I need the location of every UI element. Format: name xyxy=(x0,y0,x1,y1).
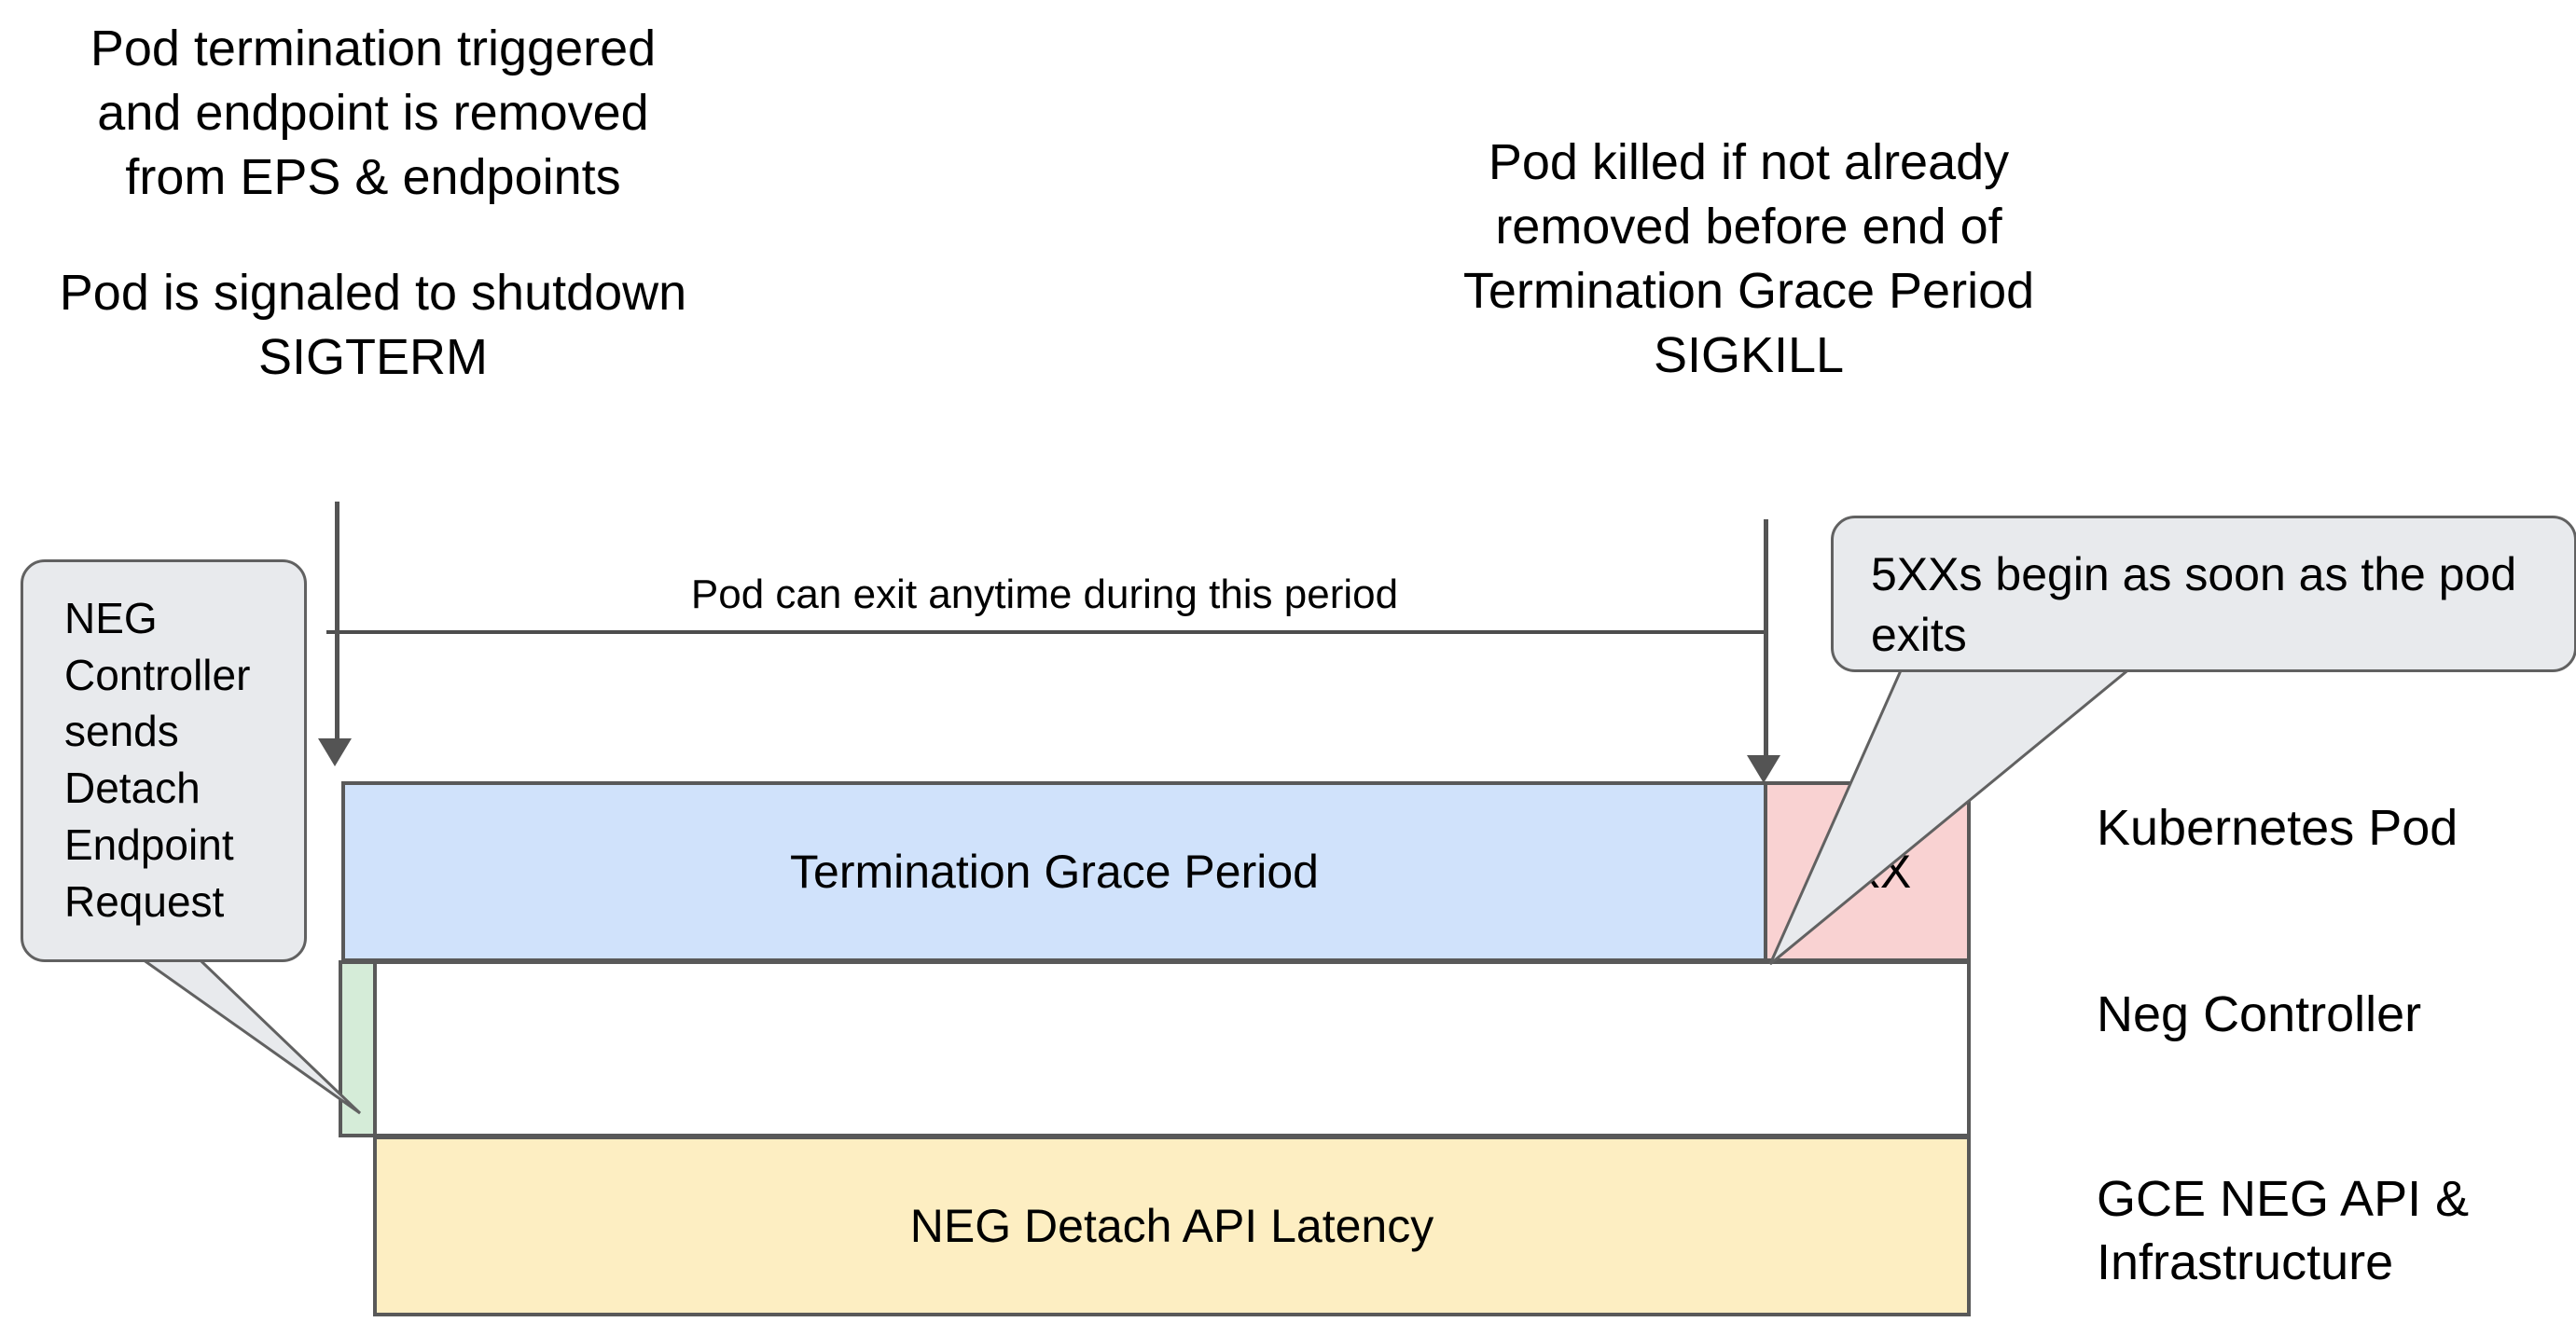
arrow-right-shaft xyxy=(1764,519,1768,759)
callout-neg-controller: NEG Controller sends Detach Endpoint Req… xyxy=(21,559,307,962)
lane-label-neg-controller: Neg Controller xyxy=(2097,986,2422,1042)
callout-neg-tail xyxy=(113,940,362,1115)
span-caption-pod-can-exit: Pod can exit anytime during this period xyxy=(690,572,1399,617)
span-rule-line xyxy=(326,630,1764,634)
arrow-left-shaft xyxy=(335,502,339,742)
note-pod-signaled-sigterm: Pod is signaled to shutdown SIGTERM xyxy=(59,265,687,386)
box-5xx: 5XX xyxy=(1764,781,1971,962)
lane-label-kubernetes-pod: Kubernetes Pod xyxy=(2097,800,2458,856)
box-termination-grace-period: Termination Grace Period xyxy=(341,781,1767,962)
box-neg-controller-row xyxy=(373,960,1971,1137)
box-neg-detach-window xyxy=(339,960,377,1137)
box-termination-grace-period-label: Termination Grace Period xyxy=(790,846,1319,898)
note-pod-termination-triggered: Pod termination triggered and endpoint i… xyxy=(90,21,657,206)
box-neg-detach-api-latency-label: NEG Detach API Latency xyxy=(909,1200,1434,1252)
arrow-right-head-icon xyxy=(1747,755,1780,783)
arrow-left-head-icon xyxy=(318,738,352,766)
note-pod-killed-sigkill: Pod killed if not already removed before… xyxy=(1462,134,2035,384)
lane-label-gce-neg-api-infrastructure: GCE NEG API & Infrastructure xyxy=(2097,1171,2470,1290)
box-5xx-label: 5XX xyxy=(1822,846,1912,898)
box-neg-detach-api-latency: NEG Detach API Latency xyxy=(373,1136,1971,1316)
callout-5xx-begin: 5XXs begin as soon as the pod exits xyxy=(1831,516,2576,672)
